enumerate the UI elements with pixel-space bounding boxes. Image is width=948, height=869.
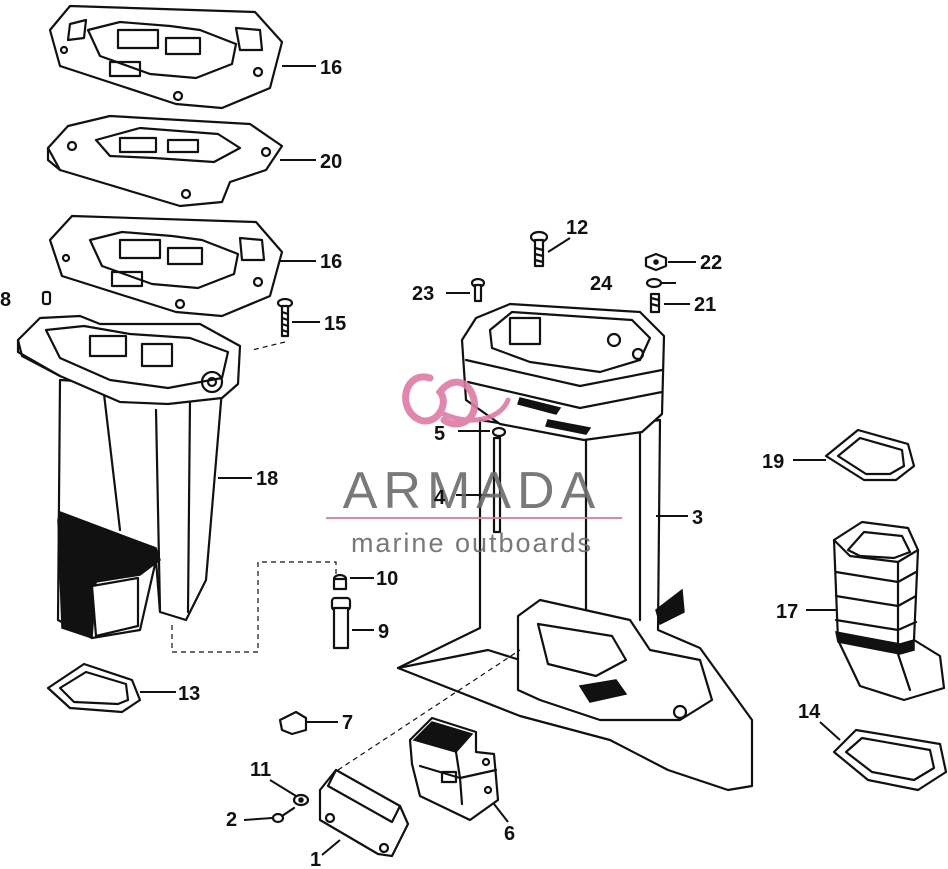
watermark-tagline: marine outboards — [351, 528, 593, 558]
callout-16-top: 16 — [320, 57, 342, 79]
bushing-7 — [278, 710, 308, 736]
callout-19: 19 — [762, 451, 784, 473]
dowel-pin-8 — [41, 290, 52, 306]
driveshaft-housing-3 — [396, 302, 754, 792]
callout-15: 15 — [324, 313, 346, 335]
callout-4: 4 — [434, 487, 446, 509]
washer-11 — [292, 793, 310, 807]
gasket-16-top — [48, 4, 284, 110]
grommet-10 — [332, 573, 348, 591]
callout-17: 17 — [776, 601, 798, 623]
callout-8: 8 — [0, 289, 11, 311]
callout-3: 3 — [692, 507, 703, 529]
nut-22 — [644, 252, 668, 272]
washer-24 — [645, 277, 663, 289]
callout-12: 12 — [566, 217, 588, 239]
callout-labels: 16 20 16 8 15 18 12 22 24 21 23 5 4 3 19… — [0, 57, 821, 869]
callout-13: 13 — [178, 683, 200, 705]
callout-11: 11 — [250, 759, 271, 781]
callout-16-lower: 16 — [320, 251, 342, 273]
screw-12 — [529, 230, 549, 268]
callout-21: 21 — [694, 294, 716, 316]
gasket-19 — [824, 428, 916, 482]
callout-6: 6 — [504, 823, 515, 845]
leader-lines — [140, 65, 841, 856]
watermark-brand: ARMADA — [343, 462, 601, 520]
adapter-plate-20 — [46, 114, 284, 208]
screw-23 — [470, 277, 486, 303]
callout-2: 2 — [226, 809, 237, 831]
callout-22: 22 — [700, 252, 722, 274]
gasket-16-lower — [48, 214, 284, 318]
callout-24: 24 — [590, 273, 613, 295]
callout-14: 14 — [798, 701, 821, 723]
exhaust-housing-18 — [16, 314, 242, 640]
rubber-mount-6 — [408, 716, 500, 822]
cover-plate-1 — [318, 768, 410, 858]
screw-2 — [271, 806, 296, 824]
callout-20: 20 — [320, 151, 342, 173]
callout-9: 9 — [378, 621, 389, 643]
gasket-13 — [46, 662, 142, 714]
screw-15 — [276, 297, 294, 338]
gasket-14 — [832, 728, 948, 792]
plug-5 — [491, 426, 507, 438]
callout-18: 18 — [256, 468, 278, 490]
armada-logo-icon — [402, 373, 511, 428]
callout-23: 23 — [412, 283, 434, 305]
callout-5: 5 — [434, 423, 445, 445]
exhaust-tube-17 — [832, 520, 946, 702]
stud-21 — [649, 292, 661, 314]
callout-1: 1 — [310, 849, 321, 869]
stud-4 — [492, 436, 502, 534]
callout-7: 7 — [342, 712, 353, 734]
tube-9 — [330, 596, 352, 650]
callout-10: 10 — [376, 568, 398, 590]
watermark: ARMADA marine outboards — [326, 373, 622, 558]
